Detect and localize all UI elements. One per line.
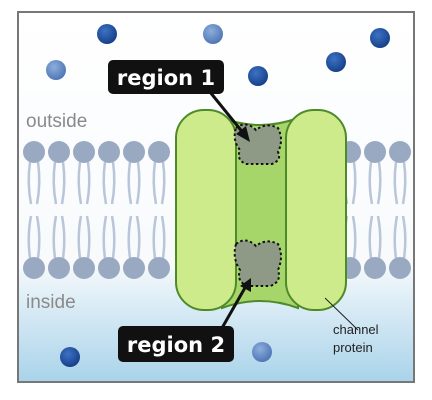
phospholipid-head — [123, 257, 145, 279]
protein-subunit-left — [175, 109, 237, 311]
phospholipid-head — [148, 141, 170, 163]
region-2-callout — [118, 326, 234, 362]
region-2-site — [233, 239, 282, 287]
lipid-tail — [27, 161, 41, 205]
lipid-tail — [77, 161, 91, 205]
lipid-tail — [152, 215, 166, 259]
ion-icon — [97, 24, 117, 44]
inside-label: inside — [26, 292, 76, 313]
diagram-frame — [17, 11, 415, 383]
lipid-tail — [102, 161, 116, 205]
region-1-label: region 1 — [117, 66, 215, 90]
lipid-tail — [368, 161, 382, 205]
lipid-tail — [393, 215, 407, 259]
phospholipid-head — [23, 141, 45, 163]
phospholipid-head — [364, 141, 386, 163]
phospholipid-head — [123, 141, 145, 163]
lipid-tail — [52, 215, 66, 259]
lipid-tails — [27, 161, 407, 259]
ion-icon — [326, 52, 346, 72]
lipid-tail — [393, 161, 407, 205]
region-2-arrowhead — [240, 278, 251, 292]
phospholipid-head — [98, 257, 120, 279]
phospholipid-head — [98, 141, 120, 163]
ion-icon — [60, 347, 80, 367]
ion-icon — [248, 66, 268, 86]
phospholipid-head — [389, 257, 411, 279]
lipid-tail — [27, 215, 41, 259]
phospholipid-head — [48, 257, 70, 279]
ion-icon — [370, 28, 390, 48]
phospholipid-head — [23, 257, 45, 279]
phospholipid-head — [364, 257, 386, 279]
lipid-tail — [77, 215, 91, 259]
lipid-tail — [127, 215, 141, 259]
protein-subunit-right — [285, 109, 347, 311]
ion-icon — [46, 60, 66, 80]
phospholipid-head — [48, 141, 70, 163]
phospholipid-head — [73, 257, 95, 279]
lipid-tail — [368, 215, 382, 259]
protein-label-line-1: channel — [333, 322, 379, 337]
lipid-tail — [152, 161, 166, 205]
protein-label-line-2: protein — [333, 340, 373, 355]
lipid-tail — [52, 161, 66, 205]
phospholipid-head — [389, 141, 411, 163]
lipid-tail — [102, 215, 116, 259]
protein-leader-line — [324, 297, 359, 331]
outside-label: outside — [26, 111, 87, 132]
channel-protein — [175, 109, 347, 311]
ions — [46, 24, 390, 367]
region-1-callout — [108, 60, 224, 94]
region-1-arrow — [208, 91, 246, 135]
lipid-tail — [127, 161, 141, 205]
phospholipid-head — [73, 141, 95, 163]
region-2-arrow — [220, 285, 248, 329]
ion-icon — [203, 24, 223, 44]
region-1-arrowhead — [236, 126, 250, 142]
ion-icon — [252, 342, 272, 362]
phospholipid-head — [148, 257, 170, 279]
region-2-label: region 2 — [127, 333, 225, 357]
